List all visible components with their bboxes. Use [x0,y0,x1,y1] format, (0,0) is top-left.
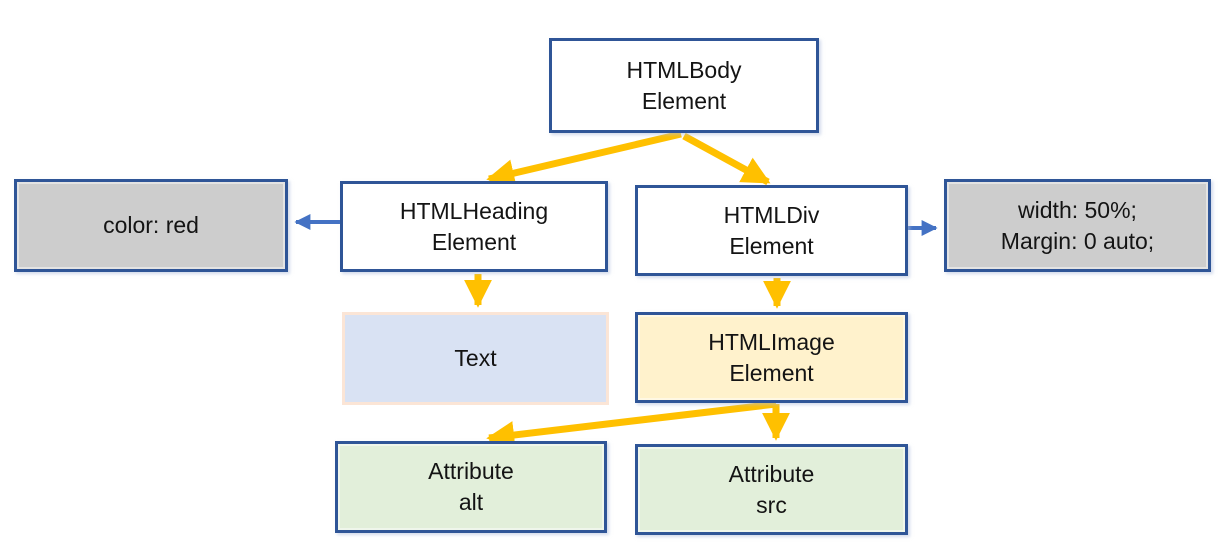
node-label-line1: HTMLDiv [723,201,820,228]
node-attribute-alt: Attribute alt [335,441,607,533]
node-label-line2: alt [458,489,484,515]
node-label-line1: Attribute [428,458,514,484]
node-style-color-red: color: red [14,179,288,272]
node-htmlheading-element: HTMLHeading Element [340,181,608,272]
node-label-line2: Element [729,359,814,386]
node-label-line2: Element [641,87,727,114]
node-htmlimage-element: HTMLImage Element [635,312,908,403]
arrow-body-to-div [682,132,771,186]
node-label-line1: width: 50%; [1018,196,1137,223]
node-label-line1: Text [454,345,497,371]
arrow-body-to-heading [486,130,682,187]
node-attribute-src: Attribute src [635,444,908,535]
node-label-line2: Margin: 0 auto; [1000,227,1155,254]
node-style-width-margin: width: 50%; Margin: 0 auto; [944,179,1211,272]
node-label-line1: HTMLBody [626,56,742,83]
node-label-line1: HTMLHeading [399,197,549,224]
node-label-line1: color: red [103,212,199,238]
arrow-image-to-alt [486,400,777,449]
node-label-line1: Attribute [728,460,815,487]
node-htmlbody-element: HTMLBody Element [549,38,819,133]
node-label-line1: HTMLImage [708,328,835,355]
node-label-line2: Element [729,232,814,259]
node-text: Text [342,312,609,405]
node-htmldiv-element: HTMLDiv Element [635,185,908,276]
node-label-line2: src [756,491,787,518]
node-label-line2: Element [431,228,517,255]
